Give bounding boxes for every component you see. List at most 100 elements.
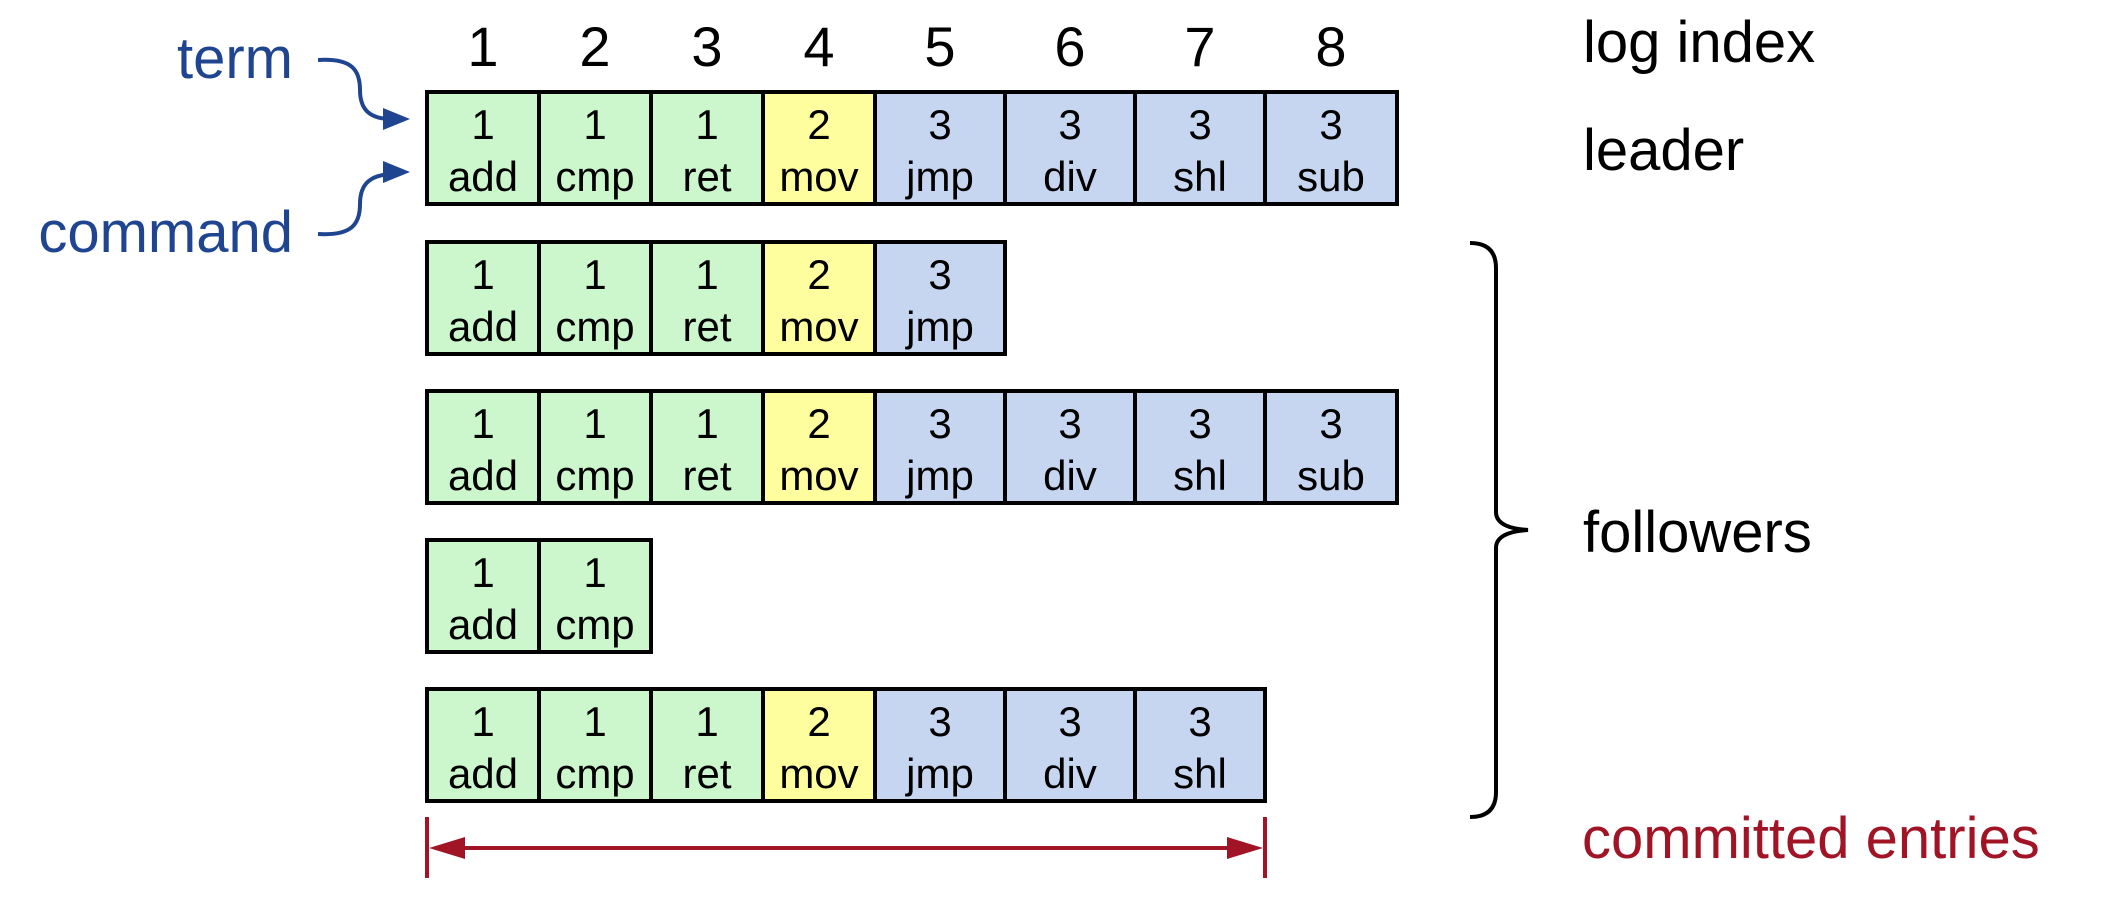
log-entry-box (761, 240, 877, 356)
entry-term: 1 (583, 400, 606, 447)
entry-command: cmp (555, 303, 634, 350)
committed-entries-marker (425, 817, 1267, 878)
entry-command: div (1043, 452, 1097, 499)
entry-command: mov (779, 303, 858, 350)
log-entry-box (873, 90, 1007, 206)
followers-label: followers (1583, 500, 1812, 565)
log-entry-box (1263, 389, 1399, 505)
log-entry-box (537, 538, 653, 654)
committed-entries-label: committed entries (1582, 806, 2040, 871)
log-entry-box (425, 389, 541, 505)
log-entry-box (1003, 90, 1137, 206)
term-arrow-icon (317, 57, 396, 122)
log-index-number: 8 (1315, 15, 1346, 78)
log-index-number: 4 (803, 15, 834, 78)
entry-command: mov (779, 452, 858, 499)
entry-term: 1 (583, 251, 606, 298)
entry-command: ret (682, 452, 731, 499)
entry-command: sub (1297, 452, 1365, 499)
log-entry-box (1003, 389, 1137, 505)
entry-term: 1 (471, 698, 494, 745)
entry-command: ret (682, 303, 731, 350)
entry-command: jmp (904, 303, 974, 350)
log-entry-box (873, 687, 1007, 803)
entry-term: 3 (1188, 101, 1211, 148)
entry-command: cmp (555, 601, 634, 648)
entry-term: 2 (807, 698, 830, 745)
entry-command: mov (779, 750, 858, 797)
log-entry-box (761, 389, 877, 505)
log-index-number: 7 (1184, 15, 1215, 78)
log-entry: 1 add (425, 687, 541, 803)
entry-term: 1 (583, 549, 606, 596)
entry-term: 3 (928, 101, 951, 148)
log-entry-box (761, 687, 877, 803)
log-rows: 1add1cmp1ret2mov3jmp3div3shl3sub1add1cmp… (425, 90, 1399, 803)
command-annotation: command (38, 200, 293, 265)
entry-command: cmp (555, 750, 634, 797)
entry-term: 2 (807, 400, 830, 447)
log-entry: 1 cmp (537, 538, 653, 654)
log-index-number: 5 (924, 15, 955, 78)
command-arrow-icon (317, 172, 396, 237)
log-entry-box (537, 240, 653, 356)
entry-term: 3 (928, 400, 951, 447)
entry-term: 3 (1319, 101, 1342, 148)
entry-term: 1 (695, 101, 718, 148)
entry-command: jmp (904, 452, 974, 499)
log-entry-box (873, 240, 1007, 356)
log-index-number: 2 (579, 15, 610, 78)
committed-left-arrowhead-icon (429, 837, 465, 859)
leader-label: leader (1583, 118, 1744, 183)
log-entry-box (425, 538, 541, 654)
entry-term: 3 (1058, 101, 1081, 148)
log-entry-box (425, 240, 541, 356)
term-annotation: term (177, 26, 293, 91)
term-arrowhead-icon (383, 108, 410, 130)
entry-term: 3 (1188, 400, 1211, 447)
log-entry-box (1003, 687, 1137, 803)
entry-term: 1 (471, 549, 494, 596)
entry-command: add (448, 452, 518, 499)
log-entry: 3 shl (1133, 389, 1267, 505)
entry-command: shl (1173, 452, 1227, 499)
log-entry: 2 mov (761, 389, 877, 505)
followers-brace (1469, 241, 1529, 819)
entry-command: shl (1173, 750, 1227, 797)
entry-command: add (448, 750, 518, 797)
committed-right-arrowhead-icon (1227, 837, 1263, 859)
log-entry: 3 jmp (873, 389, 1007, 505)
entry-command: jmp (904, 153, 974, 200)
log-entry: 1 cmp (537, 240, 653, 356)
log-index-label: log index (1583, 10, 1815, 75)
entry-term: 3 (1058, 400, 1081, 447)
log-entry: 2 mov (761, 687, 877, 803)
log-entry-box (1133, 90, 1267, 206)
entry-term: 3 (1319, 400, 1342, 447)
log-entry-box (537, 90, 653, 206)
entry-term: 3 (1058, 698, 1081, 745)
log-index-number: 3 (691, 15, 722, 78)
entry-command: cmp (555, 153, 634, 200)
log-entry: 3 jmp (873, 90, 1007, 206)
